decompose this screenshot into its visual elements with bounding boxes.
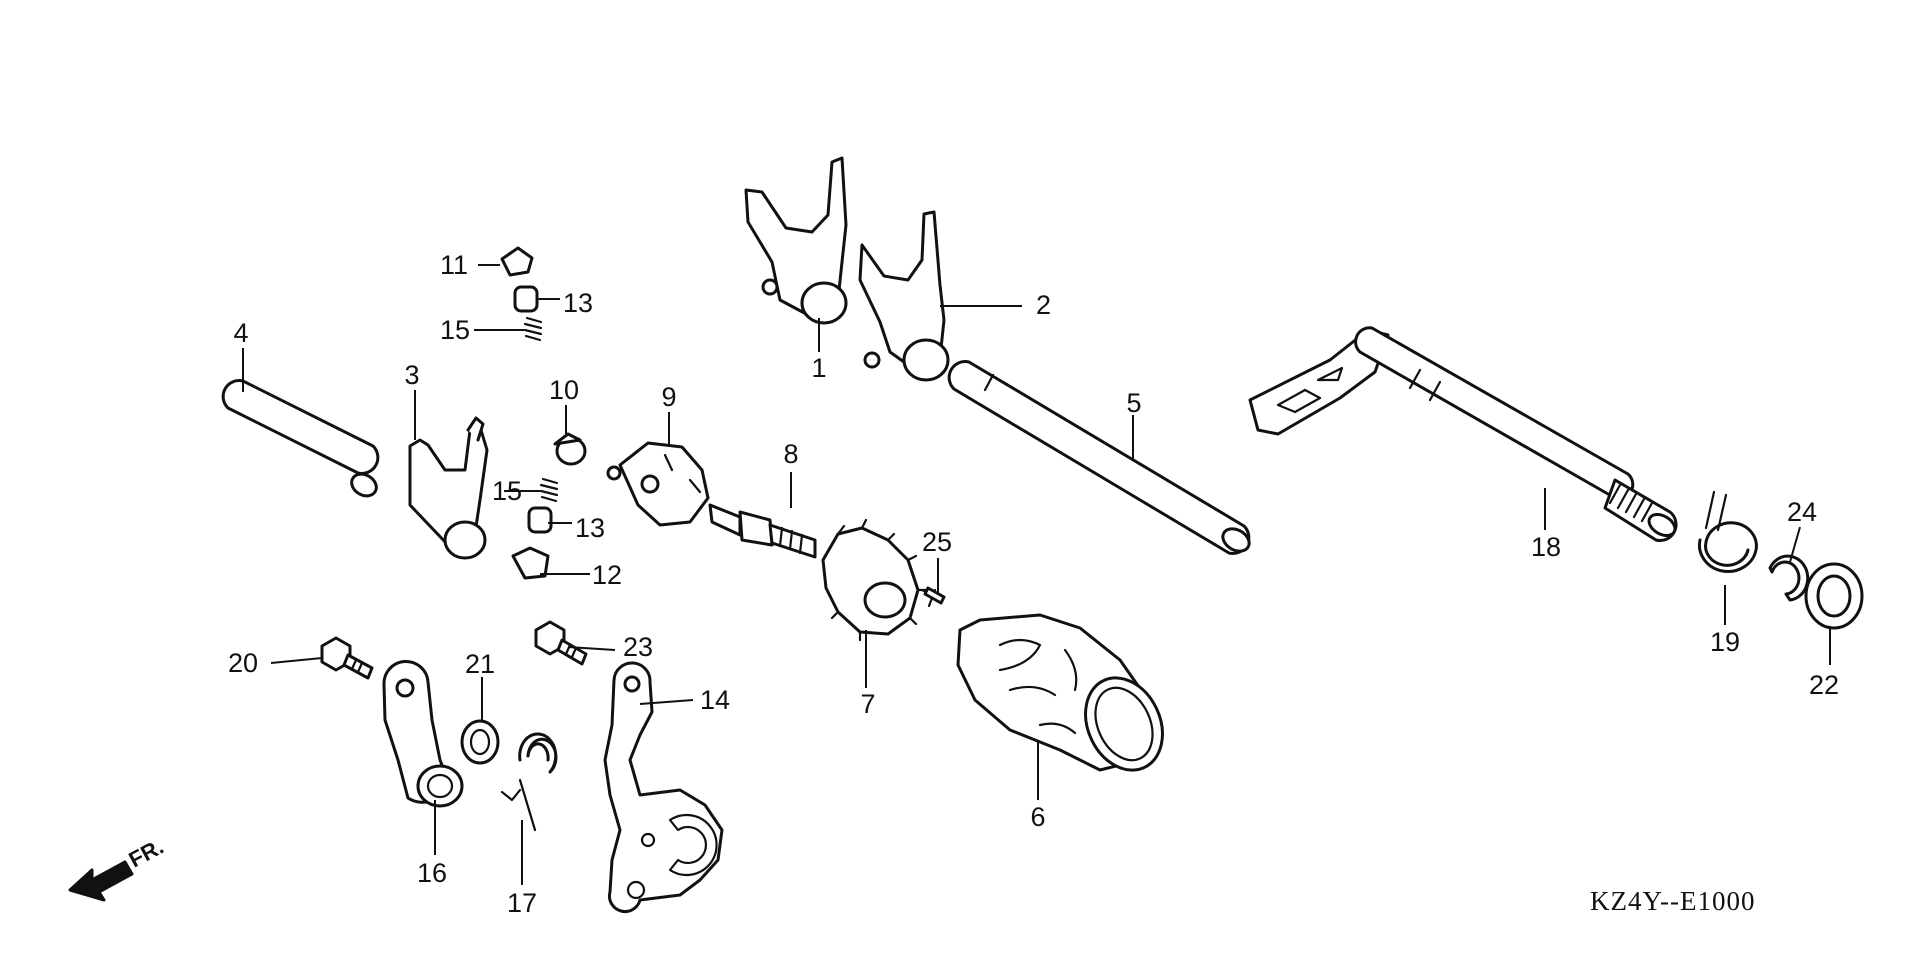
callout-13-mid: 13 xyxy=(575,513,605,543)
part-4-shaft xyxy=(221,379,380,498)
part-22-washer xyxy=(1804,562,1864,630)
callout-8: 8 xyxy=(783,439,798,469)
callout-22: 22 xyxy=(1809,670,1839,700)
part-11-cap xyxy=(500,246,534,277)
callout-9: 9 xyxy=(661,382,676,412)
part-7-drum-gear xyxy=(821,518,942,642)
callout-11: 11 xyxy=(440,250,468,280)
part-9-drum-center xyxy=(606,441,710,527)
part-20-bolt xyxy=(320,636,374,680)
part-15-spring-top xyxy=(523,316,543,342)
callout-1: 1 xyxy=(811,353,826,383)
part-18-shift-spindle xyxy=(1248,326,1678,542)
part-13-pin-mid xyxy=(527,506,553,534)
callout-24: 24 xyxy=(1787,497,1817,527)
callout-2: 2 xyxy=(1036,290,1051,320)
callout-labels: 1 2 3 4 5 6 7 8 9 10 11 12 13 13 14 15 1… xyxy=(228,250,1839,918)
part-15-spring-mid xyxy=(539,477,559,503)
part-1-shift-fork xyxy=(744,156,848,325)
part-17-stopper-spring xyxy=(500,732,558,832)
callout-15-mid: 15 xyxy=(492,476,522,506)
part-19-return-spring xyxy=(1698,490,1758,573)
callout-7: 7 xyxy=(860,689,875,719)
diagram-code: KZ4Y--E1000 xyxy=(1590,886,1755,916)
part-3-shift-fork xyxy=(408,416,489,560)
callout-15-top: 15 xyxy=(440,315,470,345)
part-16-stopper-arm xyxy=(382,660,464,808)
part-23-bolt xyxy=(534,620,588,666)
callout-13-top: 13 xyxy=(563,288,593,318)
callout-25: 25 xyxy=(922,527,952,557)
part-2-shift-fork xyxy=(858,210,950,382)
callout-4: 4 xyxy=(233,318,248,348)
callout-18: 18 xyxy=(1531,532,1561,562)
part-5-fork-shaft xyxy=(947,360,1251,555)
part-10-collar xyxy=(553,432,587,466)
part-25-pin xyxy=(923,586,946,605)
callout-6: 6 xyxy=(1030,802,1045,832)
leader-lines xyxy=(242,264,1831,885)
front-direction-label: FR. xyxy=(125,834,168,873)
part-13-pin-top xyxy=(513,285,539,313)
callout-23: 23 xyxy=(623,632,653,662)
callout-20: 20 xyxy=(228,648,258,678)
part-14-guide-plate xyxy=(603,661,724,913)
callout-12: 12 xyxy=(592,560,622,590)
callout-17: 17 xyxy=(507,888,537,918)
part-6-shift-drum xyxy=(956,613,1164,772)
callout-19: 19 xyxy=(1710,627,1740,657)
callout-3: 3 xyxy=(404,360,419,390)
callout-16: 16 xyxy=(417,858,447,888)
callout-14: 14 xyxy=(700,685,730,715)
part-12-plate xyxy=(511,546,550,580)
callout-10: 10 xyxy=(549,375,579,405)
part-8-bolt xyxy=(708,503,817,559)
callout-21: 21 xyxy=(465,649,495,679)
front-direction-arrow: FR. xyxy=(68,834,168,902)
callout-5: 5 xyxy=(1126,388,1141,418)
part-24-circlip xyxy=(1768,554,1810,602)
part-21-washer xyxy=(460,719,500,765)
